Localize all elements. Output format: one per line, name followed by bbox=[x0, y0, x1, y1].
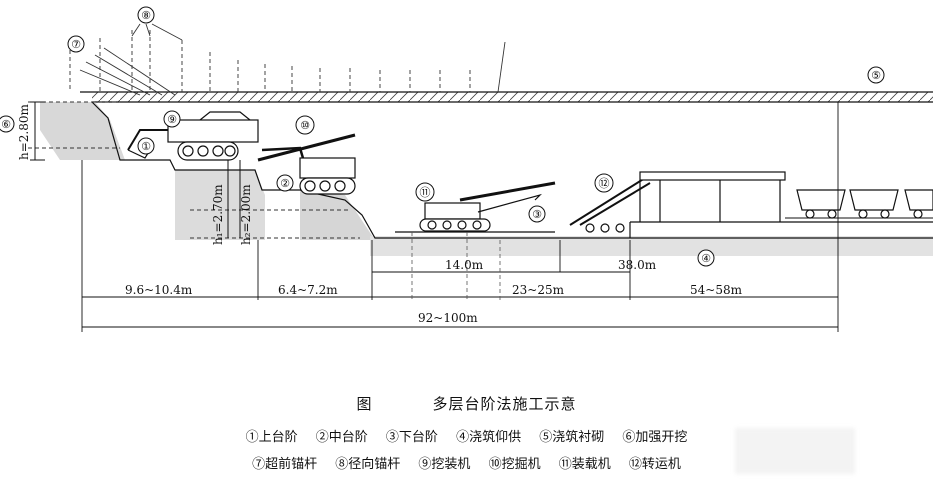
legend-item-invert: ④浇筑仰供 bbox=[456, 430, 522, 445]
dimension-h1-label: h₁=2.70m bbox=[211, 184, 225, 245]
legend-item-middle-bench: ②中台阶 bbox=[315, 430, 368, 445]
svg-text:⑦: ⑦ bbox=[71, 38, 81, 51]
marker-8: ⑧ bbox=[137, 6, 155, 24]
legend-item-excavator: ⑩挖掘机 bbox=[488, 457, 541, 472]
excavator-machine bbox=[257, 133, 356, 195]
svg-text:⑨: ⑨ bbox=[167, 113, 177, 126]
rock-mass bbox=[40, 102, 933, 256]
excavation-profile bbox=[91, 101, 933, 239]
marker-7: ⑦ bbox=[67, 35, 85, 53]
loader-machine bbox=[395, 181, 556, 233]
dimension-23m-label: 23~25m bbox=[512, 283, 565, 297]
marker-5: ⑤ bbox=[867, 66, 885, 84]
svg-text:②: ② bbox=[280, 177, 290, 190]
legend-item-radial-bolt: ⑧径向锚杆 bbox=[335, 457, 401, 472]
dimension-h2-label: h₂=2.00m bbox=[239, 184, 253, 245]
dimension-6-4m-label: 6.4~7.2m bbox=[278, 283, 338, 297]
marker-4: ④ bbox=[697, 249, 715, 267]
legend-item-advance-bolt: ⑦超前锚杆 bbox=[252, 457, 318, 472]
marker-3: ③ bbox=[528, 205, 546, 223]
mine-car-3 bbox=[904, 189, 933, 219]
mine-car-2 bbox=[849, 189, 899, 219]
svg-text:⑪: ⑪ bbox=[420, 186, 431, 199]
marker-2: ② bbox=[276, 174, 294, 192]
legend-item-loader: ⑪装载机 bbox=[558, 457, 611, 472]
excavator-loader-machine bbox=[127, 111, 259, 161]
marker-1: ① bbox=[137, 137, 155, 155]
marker-11: ⑪ bbox=[415, 182, 435, 202]
figure-title: 多层台阶法施工示意 bbox=[432, 395, 577, 413]
figure-label: 图 bbox=[356, 395, 373, 413]
svg-text:⑩: ⑩ bbox=[300, 119, 310, 132]
marker-6: ⑥ bbox=[0, 115, 15, 133]
dimension-38m-label: 38.0m bbox=[618, 258, 657, 272]
marker-9: ⑨ bbox=[163, 110, 181, 128]
svg-text:⑤: ⑤ bbox=[871, 69, 881, 82]
dimension-9-6m-label: 9.6~10.4m bbox=[125, 283, 193, 297]
watermark-overlay bbox=[735, 428, 855, 474]
mine-car-1 bbox=[796, 189, 846, 219]
svg-text:⑧: ⑧ bbox=[141, 9, 151, 22]
marker-12: ⑫ bbox=[594, 173, 614, 193]
svg-text:④: ④ bbox=[701, 252, 711, 265]
tunnel-roof bbox=[80, 91, 933, 103]
radial-bolt-marker-line bbox=[497, 41, 506, 93]
legend-row-1: ①上台阶 ②中台阶 ③下台阶 ④浇筑仰供 ⑤浇筑衬砌 ⑥加强开挖 bbox=[0, 426, 933, 445]
legend-item-excavator-loader: ⑨挖装机 bbox=[418, 457, 471, 472]
radial-bolts bbox=[69, 30, 471, 92]
dimension-54m-label: 54~58m bbox=[690, 283, 743, 297]
legend-item-lower-bench: ③下台阶 bbox=[385, 430, 438, 445]
dimension-14m-label: 14.0m bbox=[445, 258, 484, 272]
dimension-h-label: h=2.80m bbox=[17, 103, 31, 160]
svg-text:⑫: ⑫ bbox=[599, 177, 610, 190]
dimension-h1-h2 bbox=[227, 160, 241, 238]
advance-bolts bbox=[79, 47, 176, 96]
svg-text:①: ① bbox=[141, 140, 151, 153]
dimension-92m-label: 92~100m bbox=[418, 311, 478, 325]
transfer-conveyor-machine bbox=[569, 171, 786, 233]
svg-text:⑥: ⑥ bbox=[1, 118, 11, 131]
dimension-dashed-guides bbox=[411, 232, 501, 300]
legend-item-reinforced-excavation: ⑥加强开挖 bbox=[622, 430, 688, 445]
dimension-h bbox=[30, 101, 45, 161]
legend-row-2: ⑦超前锚杆 ⑧径向锚杆 ⑨挖装机 ⑩挖掘机 ⑪装载机 ⑫转运机 bbox=[0, 453, 933, 472]
legend-item-transfer-machine: ⑫转运机 bbox=[628, 457, 681, 472]
figure-caption: 图 多层台阶法施工示意 bbox=[0, 393, 933, 414]
marker-10: ⑩ bbox=[295, 115, 315, 135]
dimension-lines bbox=[81, 102, 839, 332]
legend-item-upper-bench: ①上台阶 bbox=[245, 430, 298, 445]
svg-text:③: ③ bbox=[532, 208, 542, 221]
marker-8-leaders bbox=[131, 23, 183, 41]
legend-item-lining: ⑤浇筑衬砌 bbox=[539, 430, 605, 445]
